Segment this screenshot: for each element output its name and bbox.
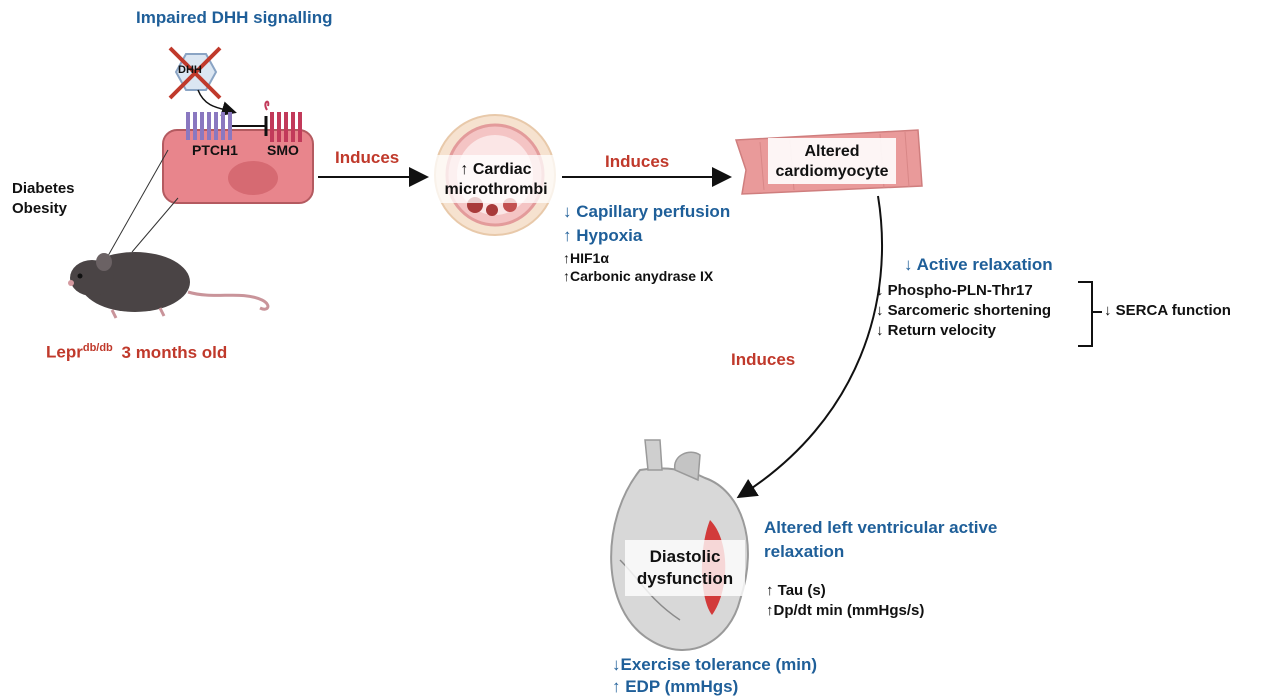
cardiomyocyte-label-bg [768,138,896,184]
exercise-tolerance-text: ↓Exercise tolerance (min) [612,655,818,674]
relaxation-item-sarcomeric: ↓ Sarcomeric shortening [876,302,1052,319]
ptch1-receptor-icon [186,112,232,140]
diagram-title: Impaired DHH signalling [136,8,333,27]
tau-text: ↑ Tau (s) [766,582,826,599]
microthrombi-line1: ↑ Cardiac [460,161,532,178]
dhh-ligand-icon [168,46,222,100]
mouse-model-suffix: 3 months old [121,342,228,362]
cell-to-mouse-line [131,197,179,253]
microthrombi-label: ↑ Cardiac microthrombi [432,160,560,200]
serca-bracket [1078,281,1093,347]
cardiomyocyte-label: Altered cardiomyocyte [768,142,896,182]
mouse-icon [68,252,270,319]
diastolic-line2: dysfunction [636,569,734,588]
diastolic-line1: Diastolic [649,547,721,566]
risk-factor-diabetes: Diabetes [12,180,75,197]
hif1a-text: ↑HIF1α [563,250,609,266]
smo-label: SMO [267,142,299,158]
hypoxia-text: ↑ Hypoxia [563,226,643,245]
induces-label-3: Induces [731,350,796,369]
dpdt-text: ↑Dp/dt min (mmHgs/s) [766,602,925,619]
lv-relaxation-title-line2: relaxation [764,542,845,561]
cardiomyocyte-line1: Altered [804,143,860,160]
cardiomyocyte-line2: cardiomyocyte [775,163,889,180]
inhibition-symbol [232,116,268,136]
arrow-cardiomyocyte-to-heart [736,195,884,499]
cell-to-mouse-line [99,149,169,271]
microthrombi-label-bg [432,155,560,203]
microthrombi-line2: microthrombi [444,181,548,198]
serca-function-text: ↓ SERCA function [1104,302,1231,319]
relaxation-item-return-velocity: ↓ Return velocity [876,322,997,339]
dhh-label: DHH [178,64,202,76]
cell-icon [162,129,314,204]
mouse-model-label: Leprdb/db 3 months old [46,342,227,363]
lv-relaxation-title-line1: Altered left ventricular active [764,518,998,537]
edp-text: ↑ EDP (mmHgs) [612,677,739,696]
relaxation-item-phospho-pln: ↓ Phospho-PLN-Thr17 [876,282,1033,299]
mouse-model-prefix: Lepr [46,342,83,362]
active-relaxation-title: ↓ Active relaxation [904,255,1053,274]
heart-label-bg [625,540,745,596]
induces-label-1: Induces [335,148,400,167]
carbonic-anhydrase-text: ↑Carbonic anydrase IX [563,268,714,284]
risk-factor-obesity: Obesity [12,200,68,217]
ptch1-label: PTCH1 [192,142,238,158]
smo-receptor-icon [264,100,302,142]
mouse-model-superscript: db/db [82,342,113,354]
induces-label-2: Induces [605,152,670,171]
diastolic-dysfunction-label: Diastolic dysfunction [625,546,745,590]
capillary-perfusion-text: ↓ Capillary perfusion [563,202,731,221]
dhh-binding-arrow [197,89,237,116]
